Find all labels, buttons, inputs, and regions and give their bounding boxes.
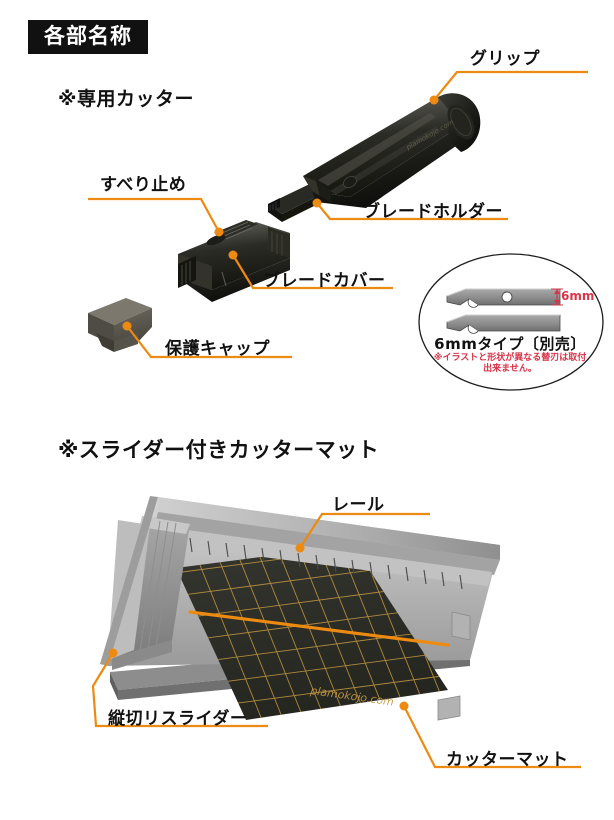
protective-cap-art (88, 298, 152, 352)
callout-grip: グリップ (470, 49, 540, 69)
callout-protective-cap: 保護キャップ (165, 339, 270, 359)
callout-cutter-mat: カッターマット (446, 750, 569, 770)
callout-blade-cover: ブレードカバー (263, 271, 386, 291)
callout-rail: レール (332, 495, 385, 515)
callout-vertical-slider: 縦切リスライダー (108, 709, 248, 729)
section-title: 各部名称 (28, 20, 148, 55)
cutter-mat-art: plamokojo.com (100, 496, 500, 721)
callout-slip-stop: すべり止め (100, 175, 187, 195)
subheading-cutter: ※専用カッター (58, 88, 194, 110)
blade-warning-text: ※イラストと形状が異なる替刃は取付出来ません。 (433, 353, 587, 375)
cutter-knife-art: plamokojo.com (268, 93, 481, 222)
blade-detail-art (418, 253, 604, 391)
blade-type-label: 6mmタイプ〔別売〕 (434, 335, 586, 353)
subheading-cutter-mat: ※スライダー付きカッターマット (58, 438, 380, 462)
blade-dimension-label: 6mm (561, 289, 595, 303)
callout-blade-holder: ブレードホルダー (363, 202, 503, 222)
